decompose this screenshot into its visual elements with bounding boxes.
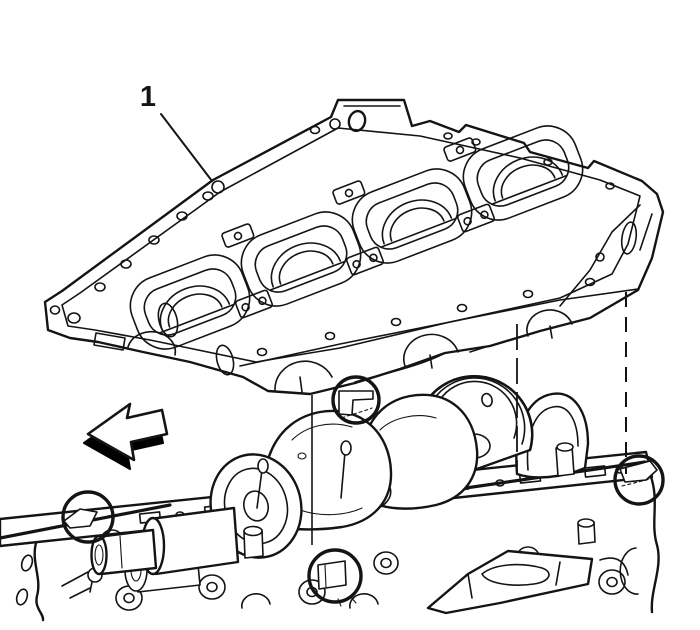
sealing-notch-lower-middle [317,560,347,590]
block-left-edge [33,541,45,622]
crankshaft-illustration [90,375,590,576]
highlight-circle-front-left [61,490,115,544]
snout-nose-face [90,534,108,576]
bedplate-illustration [43,98,665,419]
alignment-lines [311,292,627,545]
bearing-bay-3 [351,168,473,264]
cw1-lines [291,423,363,516]
sealing-pad-rear-right [619,460,658,483]
sealing-tab-front-left [63,508,98,529]
sealing-bracket-dash [341,407,373,419]
ear-tab-hole [347,109,367,133]
callout-label: 1 [140,81,156,113]
deck-stud-front-top [243,525,263,537]
sealing-pad-dash [621,478,651,487]
bedplate-right-face [559,204,653,307]
block-left-holes [15,554,34,606]
guide-pin-head-1 [257,458,269,474]
direction-arrow-face [86,402,169,462]
bracket-ribs [467,561,561,599]
callout-1: 1 [140,81,213,182]
callout-leader-line [160,113,213,182]
guide-pin-head-2 [340,440,352,456]
bedplate-skirt [274,309,573,393]
bearing-bay-2 [240,211,362,307]
rear-stud-top [556,442,574,452]
bedplate-front-face [49,302,235,376]
bedplate-near-rail [239,288,639,367]
highlight-circle-rear-right [613,454,665,506]
highlight-circles [61,375,665,604]
bedplate-inner-rim [61,127,641,363]
annotations: 1 [61,81,665,604]
bedplate-bolt-holes [94,118,615,357]
direction-arrow-icon [83,402,169,470]
cw1-hole [297,452,307,460]
bedplate-bolt-pads [221,137,496,319]
snout-keyline [119,535,123,569]
bedplate-outline [43,98,665,396]
snout-nose-bore [94,544,104,566]
highlight-circle-upper-middle [331,375,381,425]
block-mount-bracket [426,549,594,615]
cw2-line [379,415,437,431]
deck-stud-right-top [577,518,595,528]
bracket-window [481,563,550,586]
sealing-bracket-upper-middle [338,390,374,416]
guide-pins [256,451,346,509]
highlight-circle-lower-middle [307,548,363,604]
bearing-bay-4 [462,125,584,221]
block-right-detail [599,547,639,595]
bearing-bay-1 [129,254,251,350]
